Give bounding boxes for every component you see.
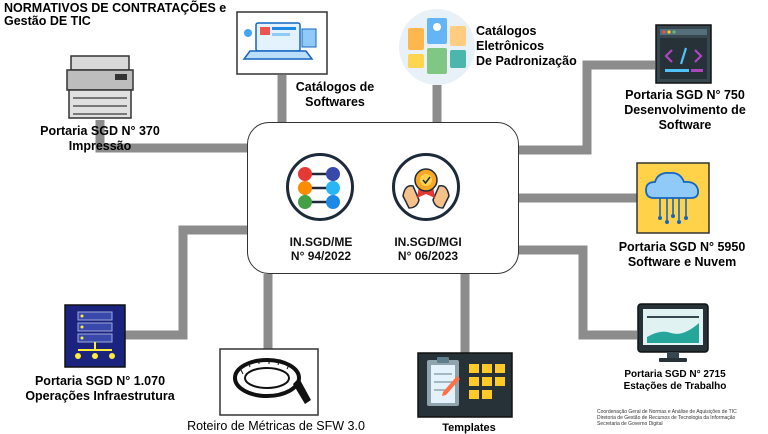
label-desenvolvimento-line2: Desenvolvimento de <box>624 103 746 117</box>
label-softwares-line1: Catálogos de <box>295 80 375 94</box>
footer-line1: Coordenação Geral de Normas e Análise de… <box>597 409 737 415</box>
connector-impressao <box>95 120 247 153</box>
clipboard-icon <box>417 352 513 423</box>
hub-label-right-line2: N° 06/2023 <box>397 249 459 263</box>
server-icon <box>64 304 126 373</box>
label-eletronicos-line2: De Padronização <box>476 54 577 68</box>
label-impressao-line1: Portaria SGD N° 370 <box>40 124 160 138</box>
label-nuvem-line1: Portaria SGD N° 5950 <box>618 240 746 254</box>
label-metricas: Roteiro de Métricas de SFW 3.0 <box>176 420 376 433</box>
central-hub: IN.SGD/ME N° 94/2022 IN.SGD/MGI N° 06/20… <box>247 122 519 274</box>
label-impressao-line2: Impressão <box>68 139 132 153</box>
printer-icon <box>65 52 135 125</box>
label-softwares: Catálogos de Softwares <box>290 80 380 110</box>
label-nuvem-line2: Software e Nuvem <box>627 255 737 269</box>
monitor-icon <box>637 303 709 368</box>
catalog-cards-icon <box>398 8 476 91</box>
page-title-line2: Gestão DE TIC <box>4 14 91 28</box>
page-title: NORMATIVOS DE CONTRATAÇÕES e Gestão DE T… <box>4 2 226 28</box>
connector-infraestrutura <box>125 225 247 340</box>
footer-credits: Coordenação Geral de Normas e Análise de… <box>597 409 737 427</box>
label-templates-line1: Templates <box>442 422 496 434</box>
label-eletronicos: Catálogos Eletrônicos De Padronização <box>476 24 606 69</box>
page-title-line1: NORMATIVOS DE CONTRATAÇÕES e <box>4 1 227 15</box>
label-estacoes-line1: Portaria SGD N° 2715 <box>624 369 726 380</box>
laptop-icon <box>236 11 328 80</box>
code-window-icon <box>655 24 712 89</box>
label-desenvolvimento-line1: Portaria SGD N° 750 <box>625 88 745 102</box>
hub-label-left-line1: IN.SGD/ME <box>289 235 353 249</box>
hub-label-right: IN.SGD/MGI N° 06/2023 <box>380 235 476 263</box>
hub-label-left: IN.SGD/ME N° 94/2022 <box>276 235 366 263</box>
label-estacoes-line2: Estações de Trabalho <box>623 381 727 392</box>
label-impressao: Portaria SGD N° 370 Impressão <box>20 124 180 154</box>
label-nuvem: Portaria SGD N° 5950 Software e Nuvem <box>607 240 757 270</box>
label-desenvolvimento-line3: Software <box>658 118 712 132</box>
connector-desenvolvimento <box>519 60 655 155</box>
label-desenvolvimento: Portaria SGD N° 750 Desenvolvimento de S… <box>615 88 755 133</box>
label-infraestrutura-line1: Portaria SGD N° 1.070 <box>34 374 166 388</box>
label-infraestrutura: Portaria SGD N° 1.070 Operações Infraest… <box>20 374 180 404</box>
hub-label-right-line1: IN.SGD/MGI <box>394 235 462 249</box>
cloud-icon <box>636 162 710 239</box>
label-infraestrutura-line2: Operações Infraestrutura <box>25 389 175 403</box>
label-softwares-line2: Softwares <box>305 95 365 109</box>
tape-measure-icon <box>219 348 319 421</box>
footer-line2: Diretoria de Gestão de Recursos de Tecno… <box>597 415 736 421</box>
hub-label-left-line2: N° 94/2022 <box>290 249 352 263</box>
flowchart-icon <box>286 153 354 221</box>
label-metricas-line1: Roteiro de Métricas de SFW 3.0 <box>187 419 365 433</box>
label-estacoes: Portaria SGD N° 2715 Estações de Trabalh… <box>610 369 740 393</box>
label-templates: Templates <box>425 422 513 434</box>
connector-estacoes <box>519 245 637 340</box>
label-eletronicos-line1: Catálogos Eletrônicos <box>476 24 545 53</box>
footer-line3: Secretaria de Governo Digital <box>597 421 663 427</box>
hands-medal-icon <box>392 153 460 221</box>
